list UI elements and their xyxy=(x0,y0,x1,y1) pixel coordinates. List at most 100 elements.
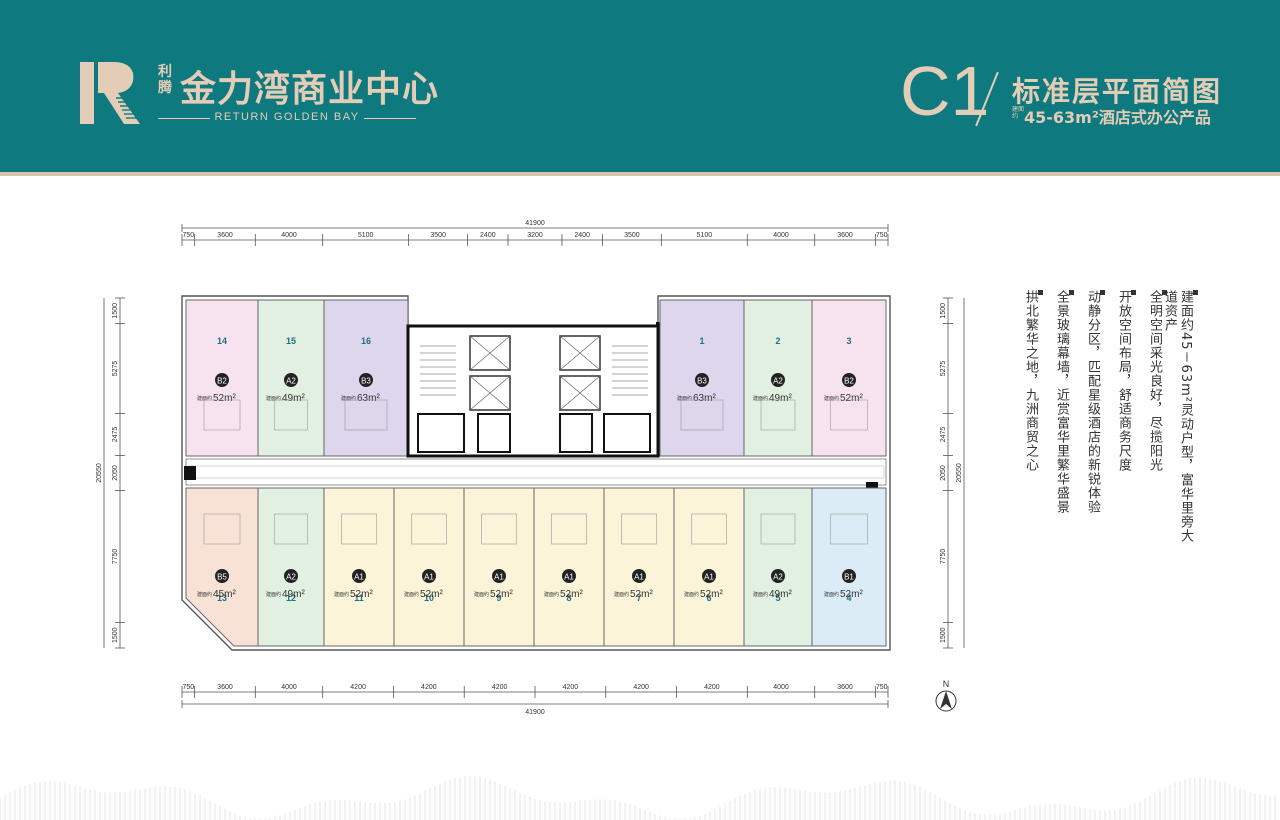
unit-bathroom xyxy=(203,513,241,545)
unit-bathroom xyxy=(760,399,796,431)
elevator-2 xyxy=(469,375,511,411)
dim-total-label: 41900 xyxy=(525,220,545,227)
unit-room xyxy=(185,487,259,647)
unit-number: 8 xyxy=(566,593,571,603)
dim-label: 1500 xyxy=(112,303,119,319)
unit-type-badge xyxy=(842,373,856,387)
unit-area: 52m² xyxy=(213,393,236,404)
unit-type-label: A2 xyxy=(286,377,296,386)
unit-type-label: A2 xyxy=(286,573,296,582)
plan-code: C1 xyxy=(900,52,990,130)
unit-area-prefix: 建面约 xyxy=(334,591,349,598)
unit-area-prefix: 建面约 xyxy=(824,591,839,598)
core-wall xyxy=(406,324,660,458)
unit-room xyxy=(257,487,325,647)
unit-area-prefix: 建面约 xyxy=(341,395,356,402)
feature-item: 全景玻璃幕墙，近赏富华里繁华盛景 xyxy=(1054,290,1074,514)
elevator-shaft-mark xyxy=(469,375,511,411)
unit-area-prefix: 建面约 xyxy=(614,591,629,598)
unit-type-label: A1 xyxy=(634,573,644,582)
dim-label: 4000 xyxy=(773,232,789,239)
dim-label: 3600 xyxy=(217,232,233,239)
dim-label: 2050 xyxy=(112,465,119,481)
unit-area: 49m² xyxy=(282,393,305,404)
unit-number: 15 xyxy=(286,336,296,346)
unit-area-prefix: 建面约 xyxy=(197,395,212,402)
dim-label: 4200 xyxy=(421,684,437,691)
unit-number: 3 xyxy=(846,336,851,346)
unit-number: 13 xyxy=(217,593,227,603)
unit-area: 52m² xyxy=(840,589,863,600)
unit-area-prefix: 建面约 xyxy=(266,395,281,402)
unit-number: 10 xyxy=(424,593,434,603)
unit-area-prefix: 建面约 xyxy=(404,591,419,598)
dim-label: 1500 xyxy=(112,627,119,643)
unit-room xyxy=(743,487,813,647)
feature-item: 全明空间采光良好，尽揽阳光 xyxy=(1147,290,1167,472)
unit-number: 11 xyxy=(354,593,364,603)
unit-area: 49m² xyxy=(769,589,792,600)
footer-wave-decoration xyxy=(0,776,1276,820)
unit-bathroom xyxy=(274,513,308,545)
unit-area-prefix: 建面约 xyxy=(753,591,768,598)
unit-bathroom xyxy=(344,399,388,431)
dim-label: 4000 xyxy=(773,684,789,691)
compass: N xyxy=(935,679,957,712)
dim-label: 750 xyxy=(876,232,888,239)
dim-label: 3500 xyxy=(430,232,446,239)
dim-label: 4200 xyxy=(704,684,720,691)
dim-label: 4000 xyxy=(281,232,297,239)
unit-type-badge xyxy=(492,569,506,583)
core-room xyxy=(603,413,651,453)
elevator-4 xyxy=(559,375,601,411)
unit-bathroom xyxy=(341,513,377,545)
unit-type-badge xyxy=(702,569,716,583)
unit-type-label: A2 xyxy=(773,377,783,386)
dim-label: 4200 xyxy=(633,684,649,691)
unit-area-prefix: 建面约 xyxy=(544,591,559,598)
unit-number: 1 xyxy=(699,336,704,346)
unit-bathroom xyxy=(551,513,587,545)
unit-number: 9 xyxy=(496,593,501,603)
unit-type-badge xyxy=(771,569,785,583)
unit-room xyxy=(673,487,745,647)
unit-area: 52m² xyxy=(840,393,863,404)
brand-en-rule-right xyxy=(364,118,416,119)
unit-type-label: B3 xyxy=(697,377,707,386)
header-banner xyxy=(0,0,1280,172)
compass-label: N xyxy=(943,679,950,689)
unit-area: 52m² xyxy=(420,589,443,600)
dim-label: 4200 xyxy=(350,684,366,691)
dim-label: 1500 xyxy=(940,303,947,319)
brand-title: 金力湾商业中心 xyxy=(180,69,440,110)
dim-label: 7750 xyxy=(112,549,119,565)
plan-subtitle-prefix: 建面约 xyxy=(1012,106,1025,120)
unit-type-label: A1 xyxy=(354,573,364,582)
unit-room xyxy=(533,487,605,647)
feature-item: 拱北繁华之地，九洲商贸之心 xyxy=(1023,290,1043,472)
brand-logo-icon xyxy=(80,62,140,124)
unit-number: 2 xyxy=(775,336,780,346)
unit-type-badge xyxy=(562,569,576,583)
unit-type-label: A1 xyxy=(704,573,714,582)
dim-label: 5275 xyxy=(112,361,119,377)
brand-english-name: RETURN GOLDEN BAY xyxy=(214,111,360,123)
unit-type-label: B3 xyxy=(361,377,371,386)
core-room xyxy=(559,413,593,453)
dim-label: 3500 xyxy=(624,232,640,239)
unit-type-label: B5 xyxy=(217,573,227,582)
dim-label: 3200 xyxy=(527,232,543,239)
dim-label: 3600 xyxy=(837,232,853,239)
dim-label: 2400 xyxy=(480,232,496,239)
elevator-3 xyxy=(559,335,601,371)
unit-area: 52m² xyxy=(630,589,653,600)
unit-type-label: A2 xyxy=(773,573,783,582)
unit-bathroom xyxy=(621,513,657,545)
unit-type-label: A1 xyxy=(424,573,434,582)
unit-area-prefix: 建面约 xyxy=(824,395,839,402)
unit-area: 63m² xyxy=(693,393,716,404)
unit-area: 52m² xyxy=(700,589,723,600)
unit-number: 14 xyxy=(217,336,227,346)
dim-label: 3600 xyxy=(837,684,853,691)
